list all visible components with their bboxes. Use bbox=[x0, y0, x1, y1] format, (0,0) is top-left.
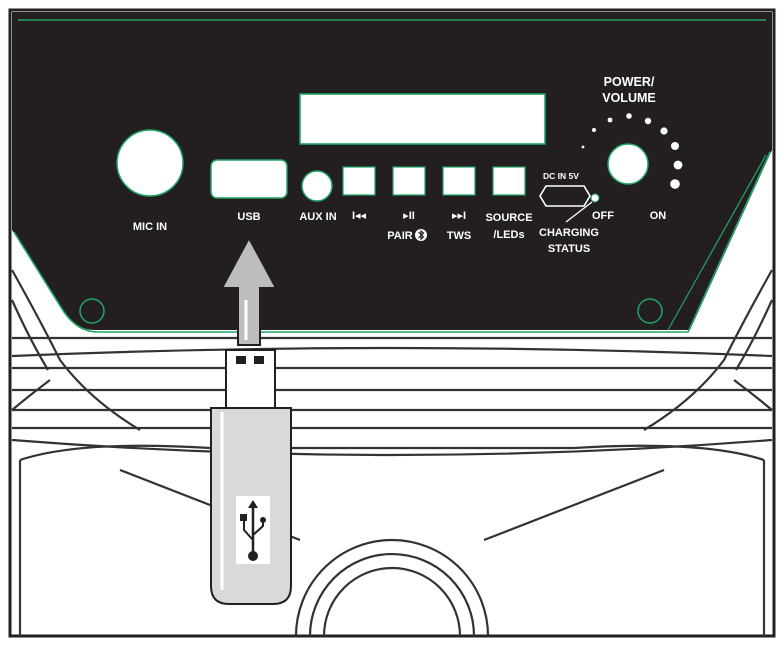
charging-pointer bbox=[565, 201, 593, 223]
play-pause-button[interactable] bbox=[392, 166, 426, 196]
on-label: ON bbox=[650, 210, 667, 222]
dc-in-port[interactable] bbox=[539, 185, 591, 207]
usb-trident-icon bbox=[236, 496, 270, 564]
screw-left bbox=[79, 298, 105, 324]
usb-label: USB bbox=[237, 211, 260, 223]
prev-icon: I◂◂ bbox=[352, 210, 367, 222]
source-label: SOURCE bbox=[485, 212, 532, 224]
mic-in-label: MIC IN bbox=[133, 221, 167, 233]
mic-in-jack[interactable] bbox=[116, 129, 184, 197]
panel-accent-line bbox=[13, 151, 771, 333]
usb-flash-drive bbox=[210, 349, 292, 605]
next-icon: ▸▸I bbox=[452, 210, 466, 222]
panel-accent-inner bbox=[667, 154, 767, 331]
charging-led bbox=[590, 193, 600, 203]
pair-label: PAIR bbox=[387, 230, 413, 242]
volume-scale-dots bbox=[581, 113, 683, 189]
aux-in-label: AUX IN bbox=[299, 211, 336, 223]
dc-in-label: DC IN 5V bbox=[543, 171, 579, 181]
leds-label: /LEDs bbox=[493, 229, 524, 241]
screw-right bbox=[637, 298, 663, 324]
volume-label: VOLUME bbox=[602, 91, 655, 105]
arrow-up-icon bbox=[220, 235, 278, 346]
usb-port[interactable] bbox=[210, 159, 288, 199]
source-leds-button[interactable] bbox=[492, 166, 526, 196]
display-window bbox=[299, 93, 546, 145]
play-pause-icon: ▸II bbox=[403, 210, 415, 222]
bluetooth-icon bbox=[415, 229, 427, 241]
status-label: STATUS bbox=[548, 243, 590, 255]
power-volume-knob[interactable] bbox=[607, 143, 649, 185]
off-label: OFF bbox=[592, 210, 614, 222]
control-panel bbox=[12, 12, 772, 330]
usb-connector bbox=[225, 349, 276, 409]
next-tws-button[interactable] bbox=[442, 166, 476, 196]
charging-label: CHARGING bbox=[539, 227, 599, 239]
tws-label: TWS bbox=[447, 230, 471, 242]
prev-button[interactable] bbox=[342, 166, 376, 196]
power-label: POWER/ bbox=[604, 75, 655, 89]
aux-in-jack[interactable] bbox=[301, 170, 333, 202]
